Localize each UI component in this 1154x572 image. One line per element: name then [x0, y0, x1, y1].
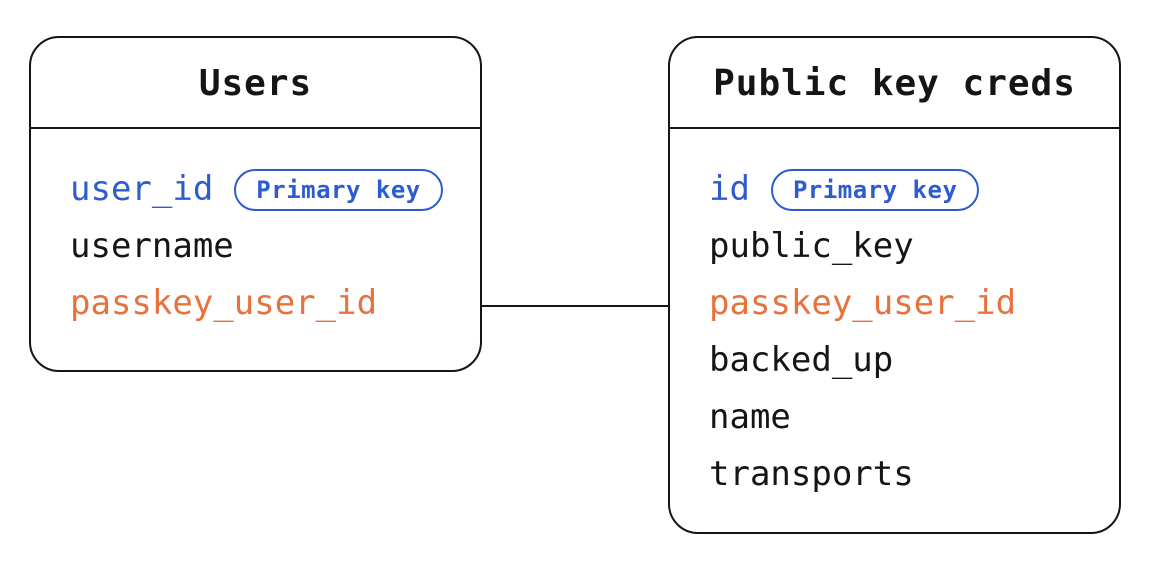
primary-key-badge: Primary key [770, 168, 980, 211]
field-name: id [709, 169, 750, 209]
primary-key-badge: Primary key [234, 168, 443, 211]
field-row-name: name [709, 389, 1119, 446]
entity-title-public-key-creds: Public key creds [670, 38, 1119, 129]
field-name: backed_up [709, 340, 894, 380]
field-name: name [709, 397, 791, 437]
relationship-line [482, 305, 668, 307]
field-row-backed_up: backed_up [709, 332, 1119, 389]
field-row-public_key: public_key [709, 218, 1119, 275]
field-name: transports [709, 454, 914, 494]
field-row-passkey_user_id: passkey_user_id [70, 275, 480, 332]
entity-table-public-key-creds: Public key creds id Primary key public_key… [668, 36, 1121, 534]
field-row-transports: transports [709, 446, 1119, 503]
field-row-user_id: user_id Primary key [70, 161, 480, 218]
field-row-username: username [70, 218, 480, 275]
entity-title-users: Users [31, 38, 480, 129]
field-row-id: id Primary key [709, 161, 1119, 218]
field-name: passkey_user_id [70, 283, 378, 323]
field-name: public_key [709, 226, 914, 266]
field-name: user_id [70, 169, 214, 209]
field-name: username [70, 226, 234, 266]
field-name: passkey_user_id [709, 283, 1017, 323]
field-row-passkey_user_id: passkey_user_id [709, 275, 1119, 332]
